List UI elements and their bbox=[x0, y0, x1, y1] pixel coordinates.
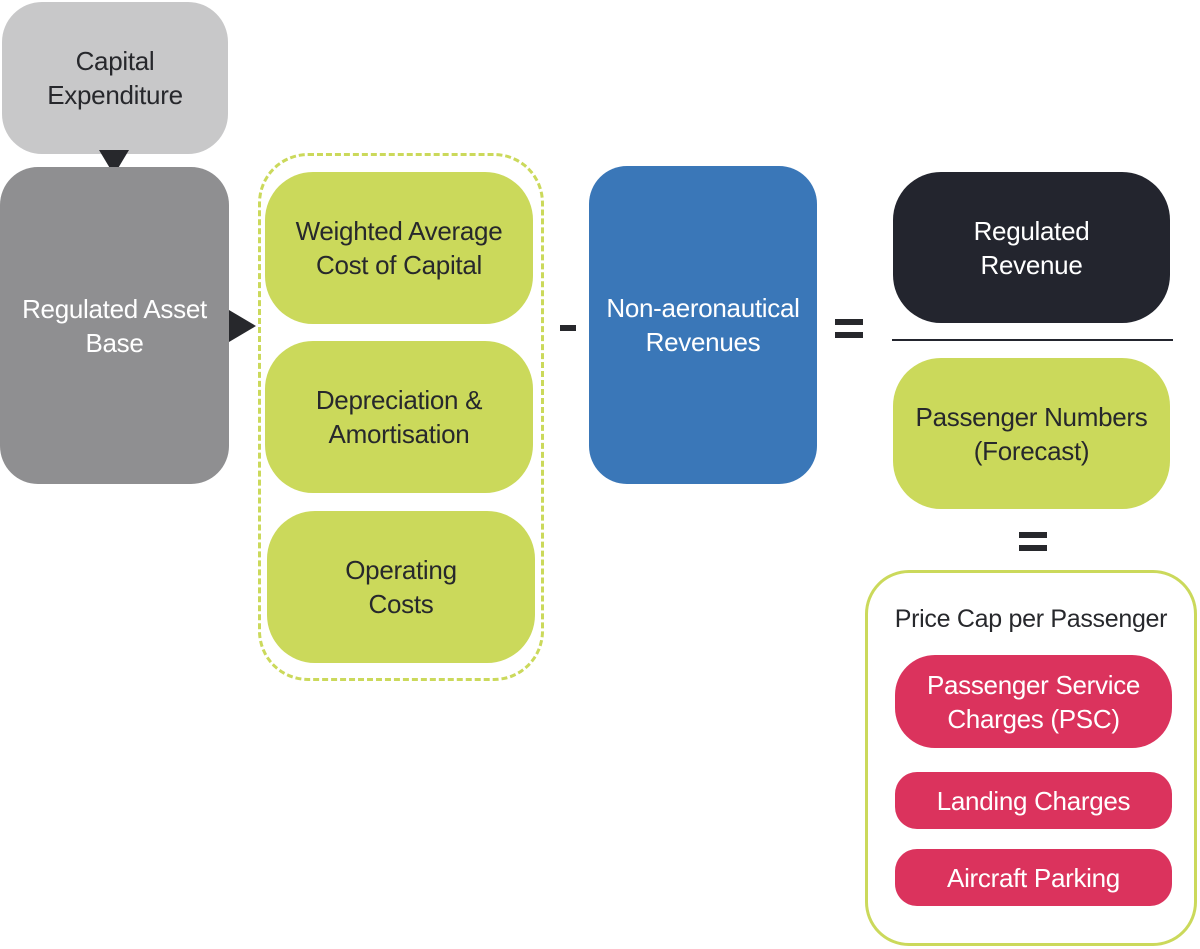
wacc-label: Weighted Average Cost of Capital bbox=[295, 216, 503, 280]
non-aeronautical-revenues-label: Non-aeronautical Revenues bbox=[606, 293, 800, 357]
depreciation-box: Depreciation & Amortisation bbox=[265, 341, 533, 493]
fraction-divider-line bbox=[892, 339, 1173, 341]
passenger-service-charges-label: Passenger Service Charges (PSC) bbox=[926, 669, 1141, 734]
equals-icon bbox=[835, 319, 863, 338]
aircraft-parking-label: Aircraft Parking bbox=[947, 862, 1120, 893]
landing-charges-label: Landing Charges bbox=[936, 785, 1131, 816]
cost-components-group bbox=[258, 153, 544, 681]
wacc-box: Weighted Average Cost of Capital bbox=[265, 172, 533, 324]
passenger-service-charges-box: Passenger Service Charges (PSC) bbox=[895, 655, 1172, 748]
landing-charges-box: Landing Charges bbox=[895, 772, 1172, 829]
equals-bar-bottom bbox=[1019, 545, 1047, 551]
depreciation-label: Depreciation & Amortisation bbox=[315, 385, 483, 449]
price-cap-title: Price Cap per Passenger bbox=[894, 605, 1168, 633]
equals-bar-bottom bbox=[835, 332, 863, 338]
minus-icon bbox=[560, 325, 576, 331]
capital-expenditure-label: Capital Expenditure bbox=[47, 46, 183, 110]
non-aeronautical-revenues-box: Non-aeronautical Revenues bbox=[589, 166, 817, 484]
arrow-right-icon bbox=[229, 310, 256, 342]
equals-bar-top bbox=[1019, 532, 1047, 538]
equals-bar-top bbox=[835, 319, 863, 325]
regulated-revenue-box: Regulated Revenue bbox=[893, 172, 1170, 323]
equals-icon bbox=[1019, 532, 1047, 551]
aircraft-parking-box: Aircraft Parking bbox=[895, 849, 1172, 906]
capital-expenditure-box: Capital Expenditure bbox=[2, 2, 228, 154]
regulated-revenue-label: Regulated Revenue bbox=[973, 215, 1090, 280]
passenger-numbers-label: Passenger Numbers (Forecast) bbox=[915, 401, 1148, 466]
arrow-down-icon bbox=[99, 150, 129, 175]
regulated-asset-base-box: Regulated Asset Base bbox=[0, 167, 229, 484]
regulated-asset-base-label: Regulated Asset Base bbox=[22, 293, 207, 358]
operating-costs-box: Operating Costs bbox=[267, 511, 535, 663]
operating-costs-label: Operating Costs bbox=[345, 555, 457, 619]
passenger-numbers-box: Passenger Numbers (Forecast) bbox=[893, 358, 1170, 509]
